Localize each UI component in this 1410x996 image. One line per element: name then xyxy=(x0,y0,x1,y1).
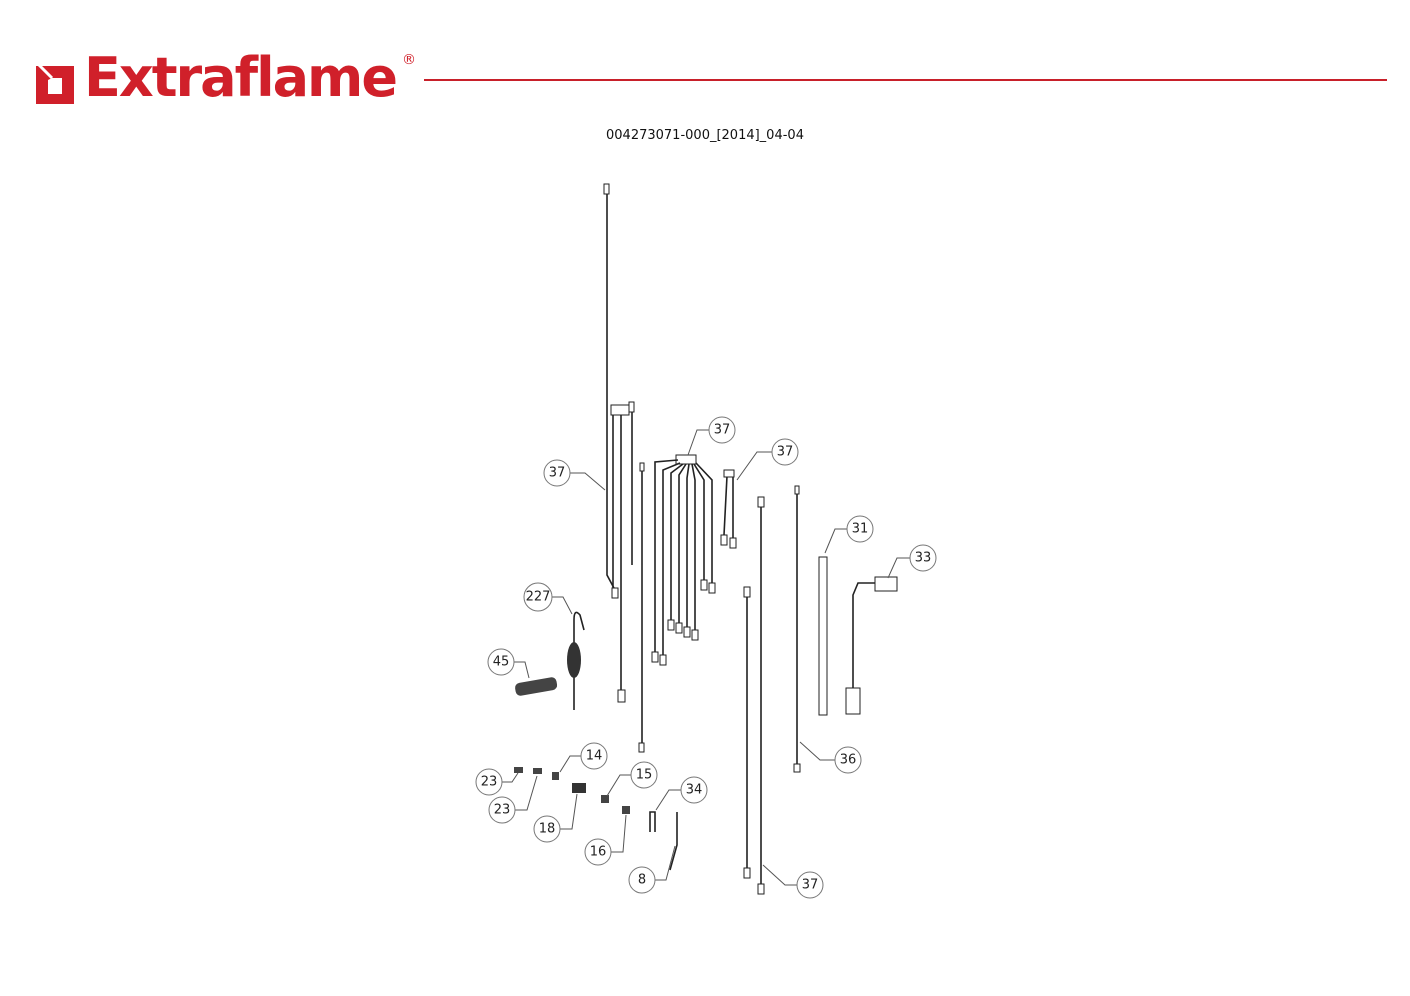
callout-45: 45 xyxy=(487,648,530,679)
registered-mark: ® xyxy=(402,52,416,68)
svg-text:18: 18 xyxy=(539,822,556,837)
svg-text:8: 8 xyxy=(638,873,646,888)
callout-31: 31 xyxy=(824,515,874,554)
document-code: 004273071-000_[2014]_04-04 xyxy=(606,128,804,143)
callout-36: 36 xyxy=(799,741,862,774)
svg-text:23: 23 xyxy=(481,775,498,790)
callout-37-c: 37 xyxy=(736,438,799,481)
svg-text:31: 31 xyxy=(852,522,869,537)
svg-text:37: 37 xyxy=(802,878,819,893)
callout-23-b: 23 xyxy=(488,775,538,824)
svg-text:37: 37 xyxy=(714,423,731,438)
callout-37-a: 37 xyxy=(543,459,606,491)
svg-text:33: 33 xyxy=(915,551,932,566)
svg-text:15: 15 xyxy=(636,768,653,783)
callout-8: 8 xyxy=(628,845,676,894)
callout-15: 15 xyxy=(606,761,658,797)
wiring-harness-parts xyxy=(514,183,898,895)
callout-34: 34 xyxy=(655,776,708,811)
logo-mark-icon xyxy=(36,62,74,104)
callout-14: 14 xyxy=(559,742,608,773)
callout-16: 16 xyxy=(584,814,627,866)
svg-text:23: 23 xyxy=(494,803,511,818)
callout-18: 18 xyxy=(533,793,578,843)
svg-text:34: 34 xyxy=(686,783,703,798)
brand-logo: Extraflame xyxy=(34,46,398,109)
callout-23-a: 23 xyxy=(475,768,519,796)
header-divider xyxy=(424,79,1387,81)
svg-text:14: 14 xyxy=(586,749,603,764)
callout-37-b: 37 xyxy=(687,416,736,456)
callout-37-d: 37 xyxy=(762,864,824,899)
svg-text:16: 16 xyxy=(590,845,607,860)
svg-text:227: 227 xyxy=(526,590,551,605)
brand-name: Extraflame xyxy=(84,46,398,109)
svg-text:37: 37 xyxy=(549,466,566,481)
svg-text:36: 36 xyxy=(840,753,857,768)
svg-text:45: 45 xyxy=(493,655,510,670)
callout-227: 227 xyxy=(523,582,573,615)
callout-33: 33 xyxy=(887,544,937,579)
svg-text:37: 37 xyxy=(777,445,794,460)
